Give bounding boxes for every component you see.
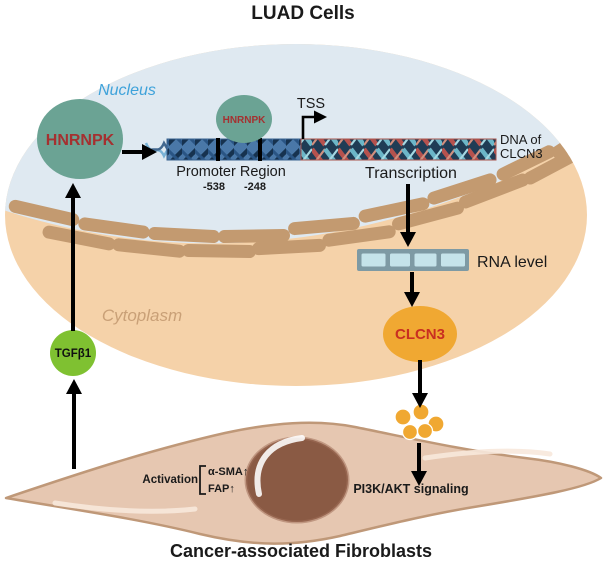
fibroblast-nucleus <box>244 436 350 524</box>
flow-arrows <box>65 144 428 486</box>
hnrnpk-small-label: HNRNPK <box>223 115 267 126</box>
hnrnpk-large-label: HNRNPK <box>46 132 115 149</box>
rna-level-bar <box>357 249 469 271</box>
title-luad-cells: LUAD Cells <box>251 3 354 24</box>
marker-asma-label: α-SMA↑ <box>208 466 248 478</box>
marker-fap-label: FAP↑ <box>208 483 235 495</box>
promoter-tick-248 <box>258 138 262 161</box>
tgfb1-label: TGFβ1 <box>55 348 92 360</box>
fibroblast-highlight-left <box>52 500 198 514</box>
promoter-tick-538 <box>216 138 220 161</box>
clcn3-protein-dots <box>394 403 445 441</box>
tgfb1-node <box>50 330 96 376</box>
fibroblast-highlight-right <box>422 448 553 461</box>
tss-label: TSS <box>297 96 325 112</box>
dna-gene-segment <box>300 138 497 161</box>
title-fibroblasts: Cancer-associated Fibroblasts <box>170 541 432 561</box>
pi3k-akt-label: PI3K/AKT signaling <box>353 482 468 496</box>
hnrnpk-small-node <box>216 95 272 143</box>
dna-of-label: DNA of <box>500 132 542 147</box>
tss-arrow <box>301 110 327 139</box>
hnrnpk-large-node <box>37 99 123 179</box>
promoter-region-label: Promoter Region <box>176 164 286 180</box>
fibroblast-cell <box>4 421 603 545</box>
promoter-pos-538: -538 <box>203 181 225 193</box>
fibroblast-nucleus-highlight <box>254 435 305 497</box>
cytoplasm-label: Cytoplasm <box>102 306 182 325</box>
promoter-pos-248: -248 <box>244 181 266 193</box>
clcn3-label: CLCN3 <box>395 326 445 343</box>
transcription-label: Transcription <box>365 165 457 182</box>
activation-bracket <box>199 465 206 495</box>
dna-clcn3-label: CLCN3 <box>500 146 543 161</box>
nucleus-label: Nucleus <box>98 82 156 99</box>
dna-strand <box>144 138 497 161</box>
rna-level-label: RNA level <box>477 254 547 271</box>
clcn3-node <box>383 306 457 362</box>
activation-label: Activation <box>142 474 198 486</box>
dna-promoter-segment <box>166 138 302 161</box>
